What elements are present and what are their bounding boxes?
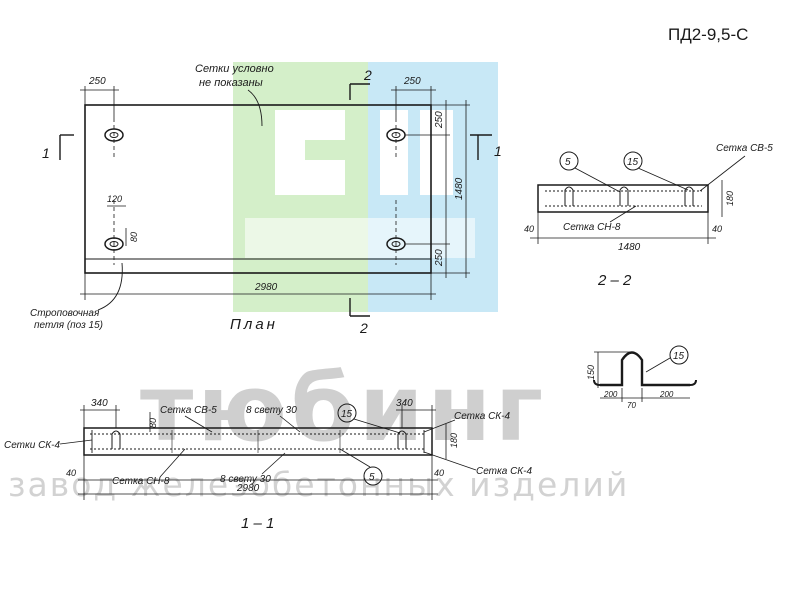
s11-dim-edge-right: 40 xyxy=(434,468,444,478)
loop-dim-height: 150 xyxy=(586,365,596,380)
loop-label-line2: петля (поз 15) xyxy=(34,320,103,331)
dim-hole-height: 80 xyxy=(129,232,139,242)
cut1-right-label: 1 xyxy=(494,143,502,159)
section-1-1: 340 340 80 Сетка СВ-5 8 свету 30 15 Сетк… xyxy=(4,398,533,532)
plan-view: Сетки условно не показаны 250 250 250 14… xyxy=(30,63,502,336)
dim-length: 2980 xyxy=(254,282,278,293)
logo-watermark xyxy=(233,62,498,312)
loop-dim-right: 200 xyxy=(659,390,674,399)
s11-mesh-right-bottom: Сетка СК-4 xyxy=(476,466,533,477)
s11-mesh-right-top: Сетка СК-4 xyxy=(454,411,511,422)
s11-mesh-top: Сетка СВ-5 xyxy=(160,405,217,416)
s22-callout-a: 5 xyxy=(565,157,571,168)
watermark-tagline: завод железобетонных изделий xyxy=(8,465,629,504)
loop-dim-left: 200 xyxy=(603,390,618,399)
loop-dim-mid: 70 xyxy=(627,401,636,410)
plan-note-line1: Сетки условно xyxy=(195,63,274,75)
drawing-code: ПД2-9,5-С xyxy=(668,25,748,44)
callout-circle xyxy=(559,151,579,171)
lifting-hole-icon xyxy=(104,200,124,265)
s11-dim-left: 340 xyxy=(91,398,108,409)
dim-top-right: 250 xyxy=(403,76,421,87)
callout-circle xyxy=(669,345,689,365)
section22-slab xyxy=(537,184,709,213)
dim-top-left: 250 xyxy=(88,76,106,87)
s11-dim-edge-left: 40 xyxy=(66,468,76,478)
s22-dim-width: 1480 xyxy=(618,242,641,253)
dim-right-bottom: 250 xyxy=(434,249,445,267)
s11-mesh-left: Сетки СК-4 xyxy=(4,440,61,451)
cut1-left-label: 1 xyxy=(42,145,50,161)
cut2-bottom-label: 2 xyxy=(359,320,368,336)
logo-cutout xyxy=(245,218,475,258)
plan-note-line2: не показаны xyxy=(199,77,263,89)
section11-slab xyxy=(83,427,433,456)
loop-detail-shape xyxy=(600,351,690,387)
s11-spacing-bottom: 8 свету 30 xyxy=(220,474,271,485)
callout-circle xyxy=(623,151,643,171)
loop-detail: 15 150 200 70 200 xyxy=(586,345,697,410)
dim-right-top: 250 xyxy=(434,111,445,129)
section-2-2: 5 15 Сетка СВ-5 Сетка СН-8 180 40 40 148… xyxy=(524,143,773,289)
s11-callout-a: 15 xyxy=(341,409,353,420)
s11-dim-right: 340 xyxy=(396,398,413,409)
plan-title: План xyxy=(230,316,278,333)
dim-hole-width: 120 xyxy=(107,194,122,204)
loop-callout: 15 xyxy=(673,351,685,362)
plan-slab-outline xyxy=(84,104,432,274)
dim-right-total: 1480 xyxy=(454,177,465,200)
s22-dim-right: 40 xyxy=(712,224,722,234)
s11-dim-mid: 80 xyxy=(148,418,158,428)
s11-spacing-top: 8 свету 30 xyxy=(246,405,297,416)
s11-mesh-bottom: Сетка СН-8 xyxy=(112,476,170,487)
s22-dim-height: 180 xyxy=(725,191,735,206)
s11-title: 1 – 1 xyxy=(241,515,274,532)
logo-cutout xyxy=(275,140,305,195)
callout-circle xyxy=(337,403,357,423)
s22-dim-left: 40 xyxy=(524,224,534,234)
s22-title: 2 – 2 xyxy=(597,272,632,289)
logo-cutout xyxy=(420,110,453,195)
loop-label-line1: Строповочная xyxy=(30,308,100,319)
note-leader-line xyxy=(247,89,263,127)
lifting-hole-icon xyxy=(104,118,124,160)
s22-mesh-top: Сетка СВ-5 xyxy=(716,143,773,154)
cut2-top-label: 2 xyxy=(363,67,372,83)
logo-cutout xyxy=(275,110,345,140)
s11-dim-length: 2980 xyxy=(236,483,260,494)
loop-leader-line xyxy=(97,262,123,311)
s22-callout-b: 15 xyxy=(627,157,639,168)
callout-circle xyxy=(363,466,383,486)
logo-cutout xyxy=(305,160,345,195)
s11-dim-height: 180 xyxy=(449,433,459,448)
s22-mesh-bottom: Сетка СН-8 xyxy=(563,222,621,233)
logo-cutout xyxy=(380,110,408,195)
s11-callout-b: 5 xyxy=(369,472,375,483)
watermark-brand: тюбинг xyxy=(140,355,547,462)
